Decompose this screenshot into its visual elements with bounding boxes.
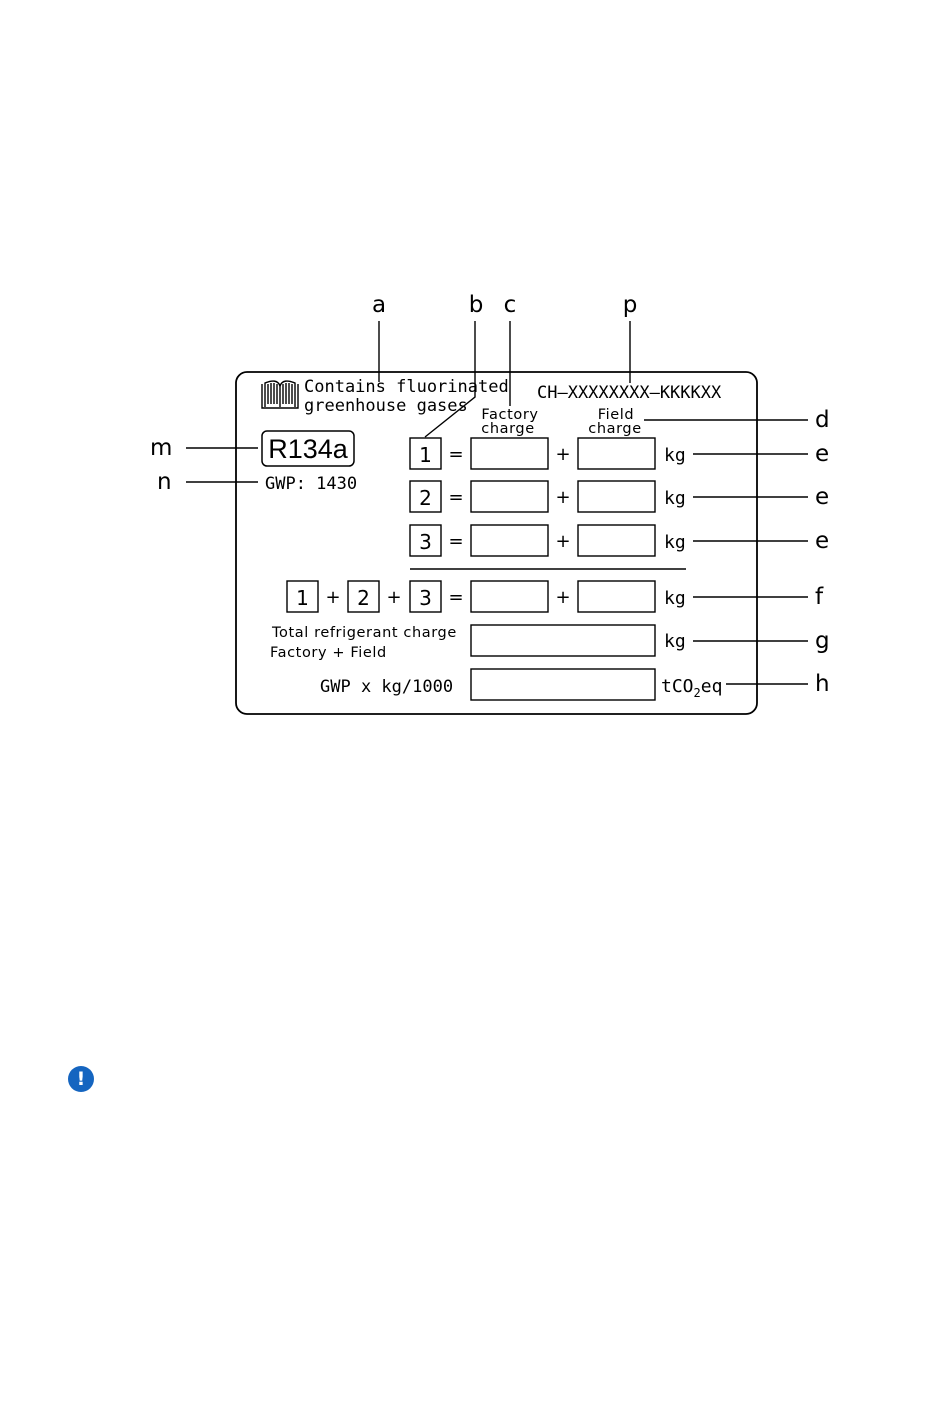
header-line-2: greenhouse gases — [304, 396, 468, 416]
sum-plus-1: + — [325, 587, 340, 608]
callout-c: c — [504, 292, 517, 318]
co2-equivalent-field — [471, 669, 655, 700]
callout-e-1: e — [815, 441, 829, 467]
row-3-factory-field — [471, 525, 548, 556]
callout-p: p — [623, 292, 638, 318]
row-2-field-field — [578, 481, 655, 512]
circuit-2-number: 2 — [419, 486, 432, 510]
row-1-equals: = — [448, 444, 463, 465]
circuit-3-number: 3 — [419, 530, 432, 554]
callout-e-2: e — [815, 484, 829, 510]
sum-circuit-3-number: 3 — [419, 586, 432, 610]
sum-plus-3: + — [555, 587, 570, 608]
callout-m: m — [150, 435, 172, 461]
sum-circuit-1-number: 1 — [296, 586, 309, 610]
co2-unit: tCO2eq — [661, 676, 722, 700]
row-2-unit: kg — [664, 488, 686, 509]
total-label-line-2: Factory + Field — [270, 645, 387, 661]
callout-b: b — [469, 292, 484, 318]
callout-d: d — [815, 407, 830, 433]
column-field-line-2: charge — [588, 421, 641, 437]
sum-field-field — [578, 581, 655, 612]
gwp-value: GWP: 1430 — [265, 474, 357, 494]
column-factory-line-2: charge — [481, 421, 534, 437]
gwp-formula: GWP x kg/1000 — [320, 677, 453, 697]
callout-h: h — [815, 671, 830, 697]
row-1-unit: kg — [664, 445, 686, 466]
serial-number: CH–XXXXXXXX–KKKKXX — [537, 383, 722, 403]
sum-equals: = — [448, 587, 463, 608]
callout-a: a — [372, 292, 386, 318]
row-1-field-field — [578, 438, 655, 469]
exclamation-circle-icon: ! — [68, 1066, 94, 1092]
row-3-equals: = — [448, 531, 463, 552]
callout-g: g — [815, 628, 830, 654]
sum-factory-field — [471, 581, 548, 612]
row-1-factory-field — [471, 438, 548, 469]
row-2-plus: + — [555, 487, 570, 508]
callout-f: f — [815, 584, 824, 610]
row-1-plus: + — [555, 444, 570, 465]
header-line-1: Contains fluorinated — [304, 377, 509, 397]
row-3-field-field — [578, 525, 655, 556]
row-2-equals: = — [448, 487, 463, 508]
sum-circuit-2-number: 2 — [357, 586, 370, 610]
row-2-factory-field — [471, 481, 548, 512]
total-unit: kg — [664, 631, 686, 652]
sum-plus-2: + — [386, 587, 401, 608]
row-3-unit: kg — [664, 532, 686, 553]
sum-unit: kg — [664, 588, 686, 609]
refrigerant-type: R134a — [268, 434, 349, 464]
circuit-1-number: 1 — [419, 443, 432, 467]
total-charge-field — [471, 625, 655, 656]
total-label-line-1: Total refrigerant charge — [271, 625, 457, 641]
callout-e-3: e — [815, 528, 829, 554]
row-3-plus: + — [555, 531, 570, 552]
open-book-icon — [262, 381, 298, 408]
callout-n: n — [157, 469, 172, 495]
